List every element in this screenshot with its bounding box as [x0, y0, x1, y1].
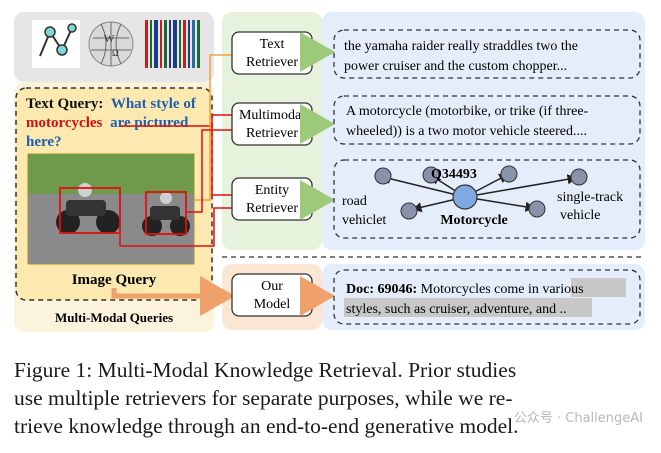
entity-output-box [333, 159, 641, 239]
multimodal-retriever-box: Multimodal Retriever [231, 102, 313, 146]
svg-text:Retriever: Retriever [246, 55, 298, 70]
svg-text:Our: Our [261, 279, 283, 294]
svg-text:Ω: Ω [112, 48, 119, 58]
mm-output-line1: A motorcycle (motorbike, or trike (if th… [346, 104, 589, 119]
bbox-left [59, 187, 121, 234]
multimodal-queries-label: Multi-Modal Queries [55, 310, 173, 325]
entity-center: Motorcycle [440, 213, 507, 228]
text-retriever-box: Text Retriever [231, 31, 313, 75]
entity-right-1: single-track [557, 190, 623, 205]
entity-graph [374, 165, 588, 220]
highlight-1 [571, 278, 626, 297]
caption-line-3: trieve knowledge through an end-to-end g… [14, 414, 519, 438]
text-query: Text Query: What style of [26, 96, 197, 112]
doc-line2: styles, such as cruiser, adventure, and … [346, 302, 567, 317]
doc-line1: Doc: 69046: Motorcycles come in various [346, 282, 584, 297]
image-query-label: Image Query [72, 272, 157, 288]
entity-right-2: vehicle [560, 208, 600, 223]
caption-line-2: use multiple retrievers for separate pur… [14, 386, 513, 410]
mm-output-line2: wheeled)) is a two motor vehicle steered… [346, 124, 587, 139]
text-query-line3: here? [26, 134, 62, 150]
svg-text:Model: Model [254, 297, 291, 312]
bbox-right [145, 191, 187, 235]
svg-text:Text: Text [260, 37, 285, 52]
caption-line-1: Figure 1: Multi-Modal Knowledge Retrieva… [14, 358, 517, 382]
barcode-icon [145, 20, 200, 68]
graph-icon [32, 20, 80, 68]
entity-left-2: vehiclet [342, 213, 386, 228]
text-output-line1: the yamaha raider really straddles two t… [344, 39, 578, 54]
figure-caption: Figure 1: Multi-Modal Knowledge Retrieva… [14, 356, 654, 440]
link-bbox-to-mm [186, 129, 232, 213]
svg-text:Retriever: Retriever [246, 126, 298, 141]
svg-text:W: W [104, 33, 115, 45]
outputs-panel [322, 12, 645, 250]
mm-output-box [333, 95, 641, 145]
wikipedia-globe-icon: W Ω [88, 21, 134, 67]
motorcycle-photo [27, 153, 195, 265]
entity-id: Q34493 [431, 167, 477, 182]
figure-diagram: W Ω Text Query: What style of motorcycle… [14, 12, 645, 332]
link-text-to-entity [211, 126, 232, 196]
arrow-query-to-model [111, 276, 235, 316]
link-bbox-to-entity [119, 207, 232, 247]
svg-text:Entity: Entity [255, 183, 289, 198]
our-output-box [333, 269, 641, 325]
text-query-line2: motorcycles are pictured [26, 115, 189, 131]
entity-left-1: road [342, 194, 367, 209]
watermark: 公众号 · ChallengeAI [513, 411, 643, 426]
entity-retriever-box: Entity Retriever [231, 177, 313, 221]
link-text-to-mm [120, 114, 232, 127]
svg-text:Multimodal: Multimodal [239, 108, 305, 123]
our-model-box: Our Model [231, 273, 313, 317]
text-output-line2: power cruiser and the custom chopper... [344, 59, 567, 74]
text-output-box [333, 29, 641, 79]
highlight-2 [344, 298, 592, 317]
svg-text:Retriever: Retriever [246, 201, 298, 216]
